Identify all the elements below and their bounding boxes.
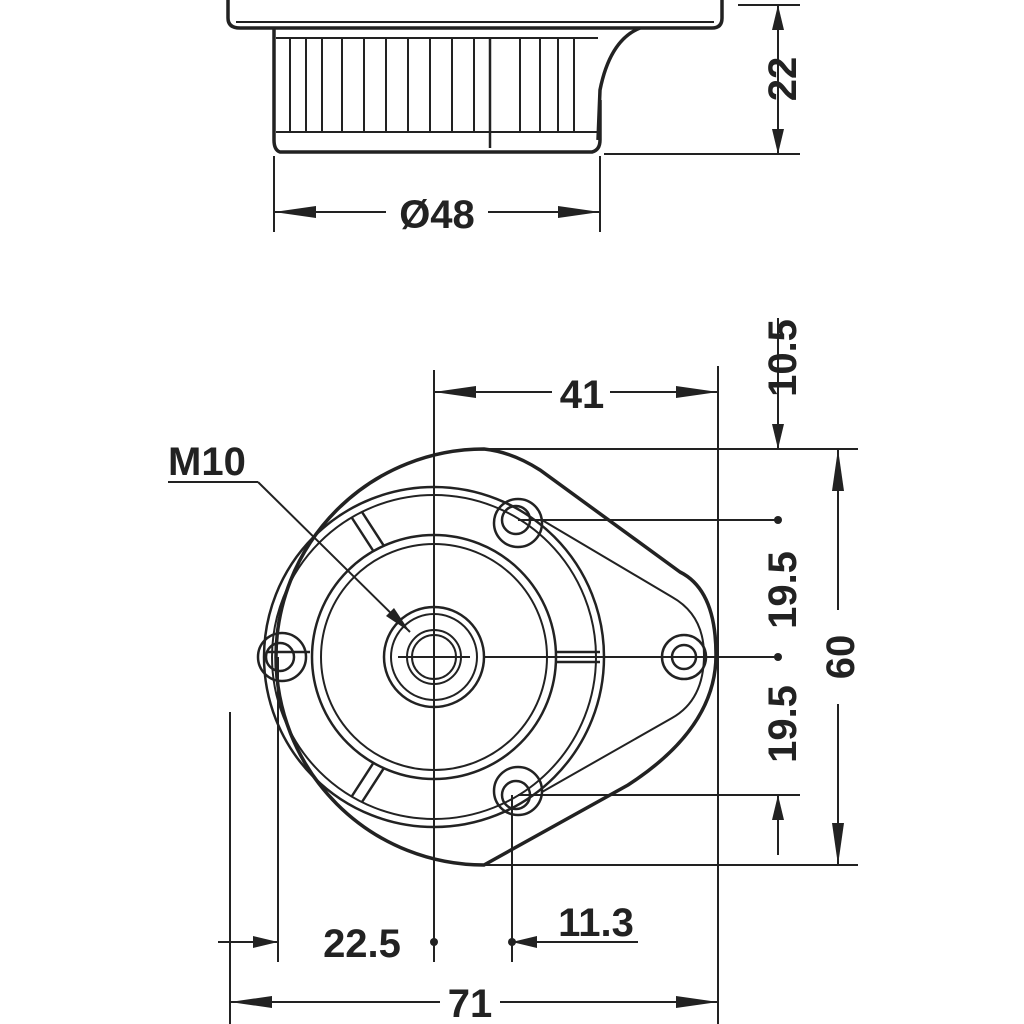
ring-ribs: [268, 511, 600, 803]
thread-label: M10: [168, 440, 246, 484]
top-view: M10 41 10.5 19.5 19.5 60 22.5: [168, 318, 863, 1024]
dimension-10-5-label: 10.5: [761, 319, 805, 397]
base-plate-outline: [274, 447, 718, 867]
side-view: 22 Ø48: [226, 0, 805, 237]
height-dimension-label: 22: [761, 57, 805, 102]
dimension-19-5-lower-label: 19.5: [761, 685, 805, 763]
screw-hole-bottom: [492, 765, 544, 817]
diameter-dimension-label: Ø48: [399, 193, 475, 237]
dimension-60-label: 60: [819, 635, 863, 680]
dimension-22-5-label: 22.5: [323, 922, 401, 966]
dimension-71-label: 71: [448, 982, 493, 1024]
dimension-19-5-upper-label: 19.5: [761, 551, 805, 629]
screw-hole-top: [492, 497, 544, 549]
screw-hole-left: [256, 631, 308, 683]
knurl-ribs: [289, 38, 575, 148]
dimension-11-3-label: 11.3: [558, 901, 634, 945]
dimension-41-label: 41: [560, 373, 605, 417]
